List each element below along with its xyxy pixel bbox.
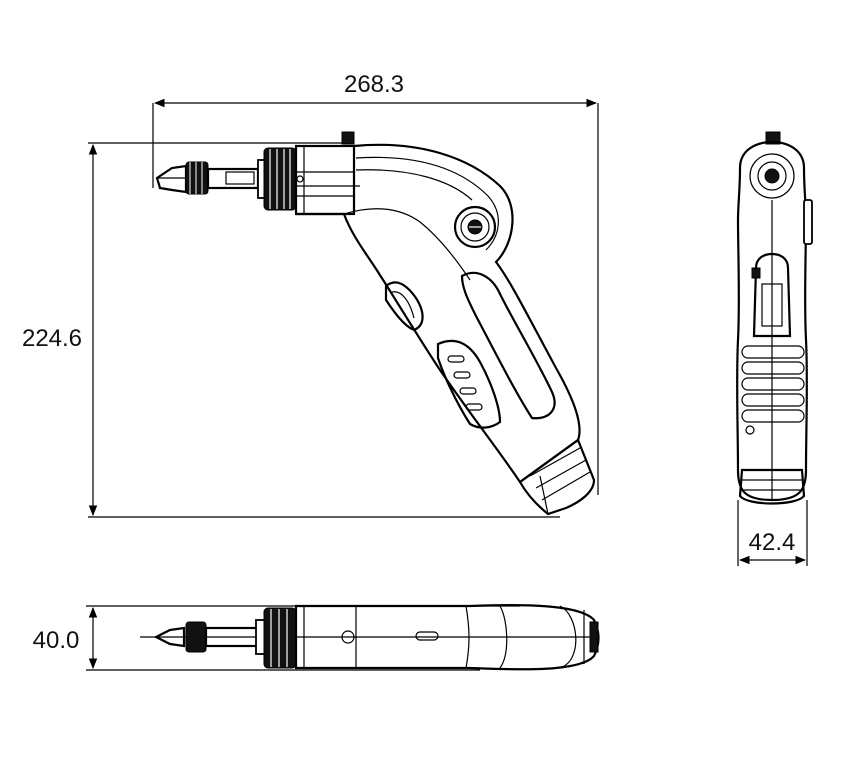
direction-knob [453, 205, 497, 249]
depth-label: 42.4 [749, 529, 796, 556]
depth-dimension: 42.4 [737, 500, 808, 566]
shaft [206, 167, 260, 190]
height-label: 224.6 [22, 325, 82, 352]
torque-ring [257, 147, 297, 211]
height-dimension: 224.6 [22, 142, 560, 518]
trigger [384, 281, 424, 332]
battery-cap [518, 438, 596, 516]
bit-tip [155, 164, 188, 194]
end-grip-ribs [741, 345, 805, 423]
thickness-label: 40.0 [33, 627, 80, 654]
chuck-collar [185, 161, 209, 195]
top-view: 40.0 [33, 603, 600, 671]
end-view: 42.4 [736, 131, 813, 566]
side-view: 268.3 224.6 [22, 71, 599, 518]
width-label: 268.3 [344, 71, 404, 98]
width-dimension: 268.3 [152, 71, 599, 495]
main-body [296, 143, 581, 484]
grip [436, 271, 556, 429]
front-housing [294, 131, 356, 216]
